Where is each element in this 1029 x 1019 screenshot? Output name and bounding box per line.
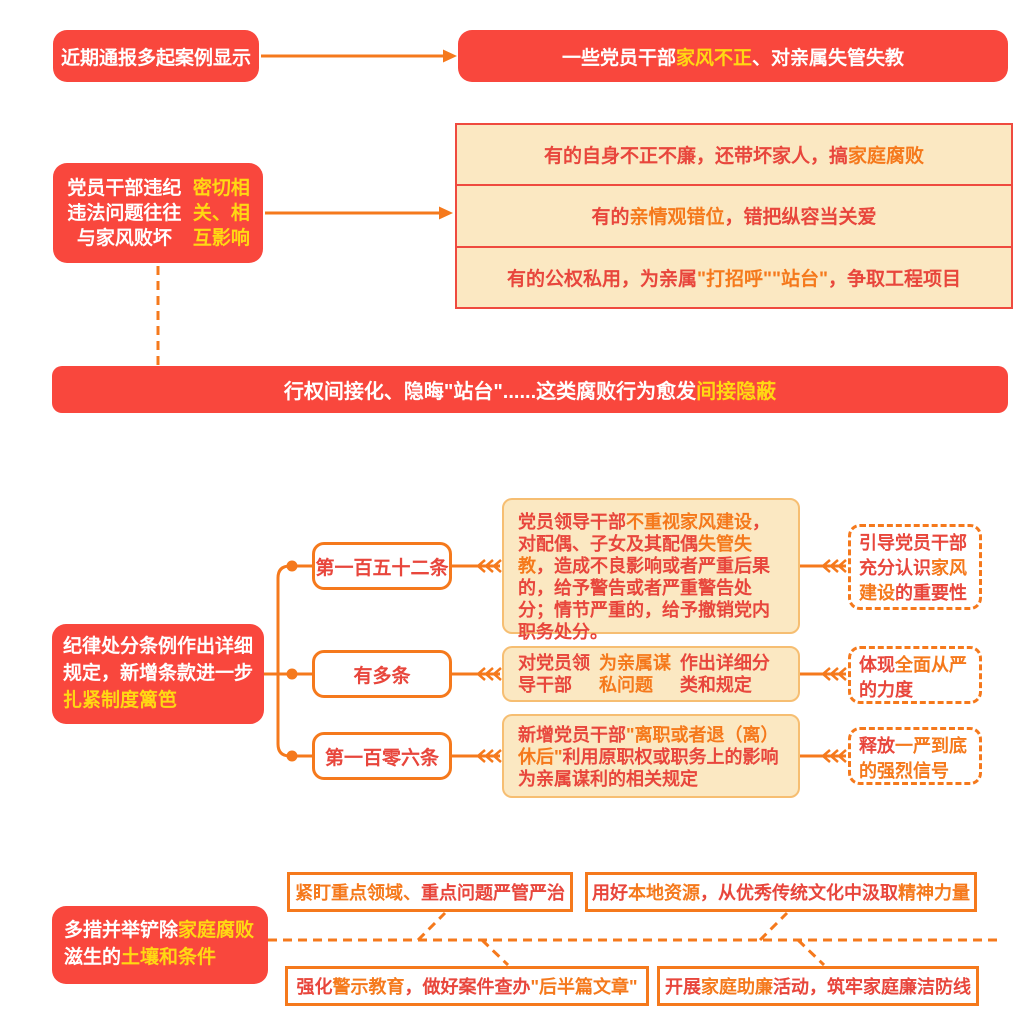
chevron-arrow-icon: [800, 667, 847, 681]
text-segment: 有的公权私用，为亲属: [506, 268, 697, 290]
text-segment: 近期通报多起案例显示: [60, 47, 251, 69]
text-segment: 利用原职权或职务上的影响为亲属谋利的相关规定: [518, 747, 779, 789]
text-segment: 家庭腐败: [178, 920, 255, 941]
clause-takeaway-card: 释放一严到底的强烈信号: [848, 727, 982, 785]
dashed-distribution-lines: [268, 911, 1000, 967]
measure-box: 开展家庭助廉活动，筑牢家庭廉洁防线: [657, 966, 979, 1006]
text-segment: 亲情观错位: [629, 207, 725, 229]
text-segment: "打招呼""站台": [696, 268, 829, 290]
text-segment: 党员领导干部: [518, 512, 626, 532]
text-segment: 行权间接化、隐晦"站台"......这类腐败行为愈发: [283, 381, 697, 403]
example-row: 有的自身不正不廉，还带坏家人，搞家庭腐败: [457, 125, 1011, 187]
clause-takeaway-card: 引导党员干部充分认识家风建设的重要性: [848, 524, 982, 610]
text-segment: 间接隐蔽: [696, 381, 777, 403]
text-segment: 对党员领导干部: [518, 653, 590, 695]
clause-detail-card: 新增党员干部"离职或者退（离）休后"利用原职权或职务上的影响为亲属谋利的相关规定: [502, 714, 800, 798]
measure-box: 用好本地资源，从优秀传统文化中汲取精神力量: [585, 872, 977, 912]
text-segment: 有的: [591, 207, 630, 229]
text-segment: ，造成不良影响或者严重后果的，给予警告或者严重警告处分；情节严重的，给予撤销党内…: [518, 556, 770, 642]
branch-dot-icon: [286, 750, 298, 762]
text-segment: 土壤和条件: [121, 947, 217, 968]
text-segment: 重点问题严管严治: [421, 883, 565, 903]
text-segment: 活动，筑牢家庭廉洁防线: [773, 977, 971, 997]
text-segment: 党员干部违纪违法问题往往与家风败坏: [67, 177, 182, 249]
text-segment: "离职或者退（离）休后": [518, 725, 779, 767]
clause-node-152: 第一百五十二条: [312, 542, 452, 590]
text-segment: 家庭腐败: [848, 146, 925, 168]
text-segment: 一严到底的强烈信号: [859, 736, 967, 781]
text-segment: 警示教育: [332, 977, 405, 997]
clause-takeaway-card: 体现全面从严的力度: [848, 646, 982, 704]
clause-node-106: 第一百零六条: [312, 732, 452, 780]
text-segment: 失管失教: [518, 534, 752, 576]
text-segment: 全面从严: [895, 655, 967, 675]
text-segment: 一些党员干部: [561, 47, 676, 69]
measure-box: 紧盯重点领域、重点问题严管严治: [287, 872, 573, 912]
branch-dot-icon: [286, 560, 298, 572]
text-segment: 、对亲属失管失教: [752, 47, 905, 69]
text-segment: ，做好案件查办: [404, 977, 531, 997]
chevron-arrow-icon: [452, 667, 502, 681]
text-segment: 作出详细分类和规定: [679, 653, 770, 695]
text-segment: 开展: [665, 977, 701, 997]
text-segment: 的力度: [859, 680, 913, 700]
text-segment: 多措并举铲除: [64, 920, 179, 941]
chevron-arrow-icon: [800, 749, 847, 763]
text-segment: 扎紧制度篱笆: [63, 690, 178, 711]
text-segment: 有多条: [353, 665, 411, 687]
text-segment: 用好: [592, 883, 628, 903]
text-segment: 滋生的: [64, 947, 122, 968]
text-segment: 新增党员干部: [518, 725, 626, 745]
text-segment: 强化: [296, 977, 333, 997]
text-segment: 第一百五十二条: [315, 557, 449, 579]
text-segment: ，对配偶、子女及其配偶: [518, 512, 770, 554]
text-segment: 本地资源: [628, 883, 700, 903]
text-segment: 紧盯重点领域、: [295, 883, 421, 903]
branch-dot-icon: [286, 668, 298, 680]
text-segment: 为亲属谋私问题: [598, 653, 671, 695]
text-segment: ，错把纵容当关爱: [724, 207, 877, 229]
chevron-arrow-icon: [800, 559, 847, 573]
arrow-right-icon: [265, 206, 453, 220]
text-segment: 家庭助廉: [701, 977, 773, 997]
example-row: 有的公权私用，为亲属"打招呼""站台"，争取工程项目: [457, 248, 1011, 307]
text-segment: 纪律处分条例作出详细规定，新增条款进一步: [63, 636, 254, 684]
branch-tree: [264, 560, 312, 762]
text-segment: 的重要性: [895, 583, 967, 603]
case-result-box: 一些党员干部家风不正、对亲属失管失教: [458, 30, 1008, 82]
text-segment: 引导党员干部充分认识: [859, 533, 967, 578]
clause-detail-card: 对党员领导干部为亲属谋私问题作出详细分类和规定: [502, 646, 800, 702]
measure-box: 强化警示教育，做好案件查办"后半篇文章": [285, 966, 649, 1006]
text-segment: ，争取工程项目: [828, 268, 962, 290]
text-segment: 家风建设: [859, 558, 967, 603]
text-segment: ，从优秀传统文化中汲取: [700, 883, 898, 903]
regulation-intro-box: 纪律处分条例作出详细规定，新增条款进一步扎紧制度篱笆: [52, 624, 264, 724]
text-segment: "后半篇文章": [530, 977, 638, 997]
case-source-box: 近期通报多起案例显示: [53, 30, 259, 82]
text-segment: 不重视家风建设: [626, 512, 752, 532]
clause-node-multiple: 有多条: [312, 650, 452, 698]
chevron-arrow-icon: [452, 749, 502, 763]
problem-examples-panel: 有的自身不正不廉，还带坏家人，搞家庭腐败 有的亲情观错位，错把纵容当关爱 有的公…: [455, 123, 1013, 309]
text-segment: 精神力量: [898, 883, 970, 903]
text-segment: 有的自身不正不廉，还带坏家人，搞: [543, 146, 848, 168]
text-segment: 第一百零六条: [324, 747, 439, 769]
arrow-right-icon: [261, 49, 457, 63]
text-segment: 体现: [859, 655, 895, 675]
cause-box: 党员干部违纪违法问题往往与家风败坏密切相关、相互影响: [53, 163, 263, 263]
example-row: 有的亲情观错位，错把纵容当关爱: [457, 186, 1011, 248]
text-segment: 密切相关、相互影响: [192, 177, 250, 249]
hidden-corruption-banner: 行权间接化、隐晦"站台"......这类腐败行为愈发间接隐蔽: [52, 366, 1008, 413]
text-segment: 释放: [859, 736, 895, 756]
text-segment: 家风不正: [675, 47, 752, 69]
measures-theme-box: 多措并举铲除家庭腐败滋生的土壤和条件: [52, 906, 268, 984]
clause-detail-card: 党员领导干部不重视家风建设，对配偶、子女及其配偶失管失教，造成不良影响或者严重后…: [502, 498, 800, 642]
chevron-arrow-icon: [452, 559, 502, 573]
